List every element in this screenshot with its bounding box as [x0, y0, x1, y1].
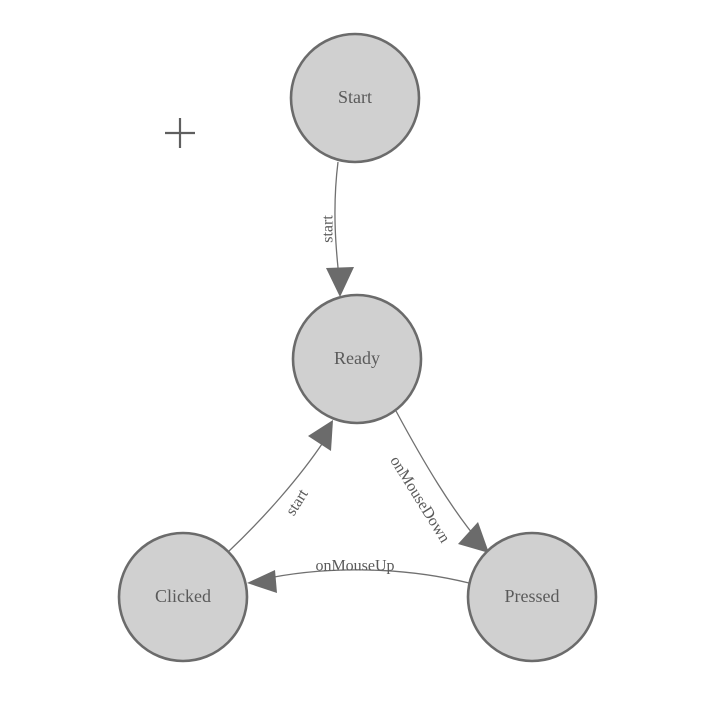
edge-clicked-to-ready[interactable]: start — [227, 420, 333, 553]
node-pressed[interactable]: Pressed — [466, 531, 598, 663]
node-start-label: Start — [338, 87, 372, 107]
node-clicked[interactable]: Clicked — [117, 531, 249, 663]
edge-start-to-ready-label: start — [320, 215, 337, 243]
edge-pressed-to-clicked-arrowhead — [247, 570, 277, 593]
edge-ready-to-pressed[interactable]: onMouseDown — [386, 410, 489, 553]
edge-pressed-to-clicked-path — [258, 569, 470, 584]
edge-start-to-ready-arrowhead — [326, 267, 354, 297]
edge-pressed-to-clicked-label: onMouseUp — [315, 558, 394, 575]
node-clicked-label: Clicked — [155, 586, 211, 606]
edge-clicked-to-ready-path — [227, 440, 325, 553]
edge-ready-to-pressed-arrowhead — [458, 522, 489, 553]
plus-marker-icon — [165, 118, 195, 148]
edge-ready-to-pressed-label: onMouseDown — [386, 453, 453, 546]
edge-clicked-to-ready-label: start — [283, 486, 312, 519]
node-ready[interactable]: Ready — [291, 293, 423, 425]
node-pressed-circle — [466, 531, 598, 663]
node-pressed-label: Pressed — [505, 586, 560, 606]
node-start-circle — [289, 32, 421, 164]
edge-start-to-ready[interactable]: start — [320, 161, 354, 297]
node-ready-circle — [291, 293, 423, 425]
node-clicked-circle — [117, 531, 249, 663]
edge-pressed-to-clicked[interactable]: onMouseUp — [247, 558, 470, 593]
node-ready-label: Ready — [334, 348, 380, 368]
edge-clicked-to-ready-arrowhead — [308, 420, 333, 451]
node-start[interactable]: Start — [289, 32, 421, 164]
